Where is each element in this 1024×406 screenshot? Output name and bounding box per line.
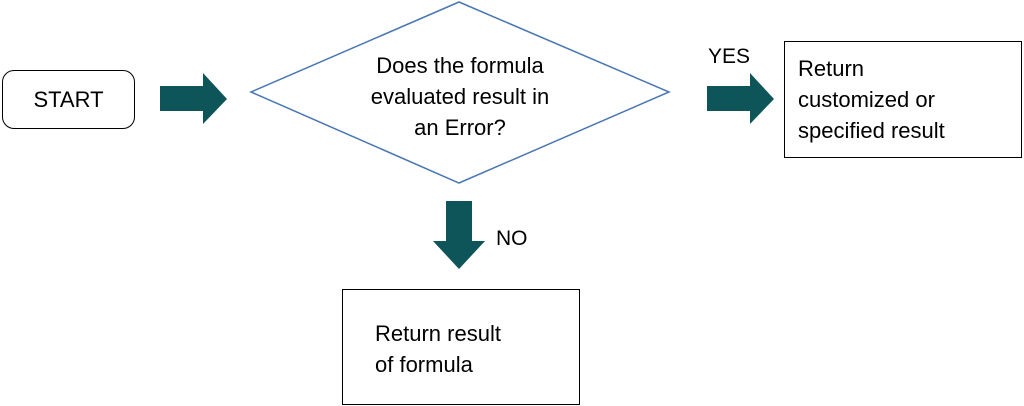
yes-result-line-1: Return xyxy=(798,56,865,81)
decision-question: Does the formula evaluated result in an … xyxy=(330,50,590,143)
yes-result-line-3: specified result xyxy=(798,118,945,143)
start-terminal: START xyxy=(2,70,135,129)
arrow-start-to-decision xyxy=(160,73,227,124)
decision-line-2: evaluated result in xyxy=(370,84,550,109)
yes-result-line-2: customized or xyxy=(798,87,935,112)
no-result-box: Return result of formula xyxy=(342,289,580,405)
decision-line-1: Does the formula xyxy=(376,53,544,78)
start-label: START xyxy=(33,86,104,112)
no-result-line-2: of formula xyxy=(375,352,473,377)
yes-result-box: Return customized or specified result xyxy=(784,41,1022,158)
no-result-line-1: Return result xyxy=(375,321,501,346)
decision-line-3: an Error? xyxy=(414,115,506,140)
no-label: NO xyxy=(496,227,528,250)
decision-diamond xyxy=(249,1,671,184)
arrow-no xyxy=(433,201,485,269)
arrow-yes xyxy=(707,73,774,124)
yes-label: YES xyxy=(708,45,751,68)
